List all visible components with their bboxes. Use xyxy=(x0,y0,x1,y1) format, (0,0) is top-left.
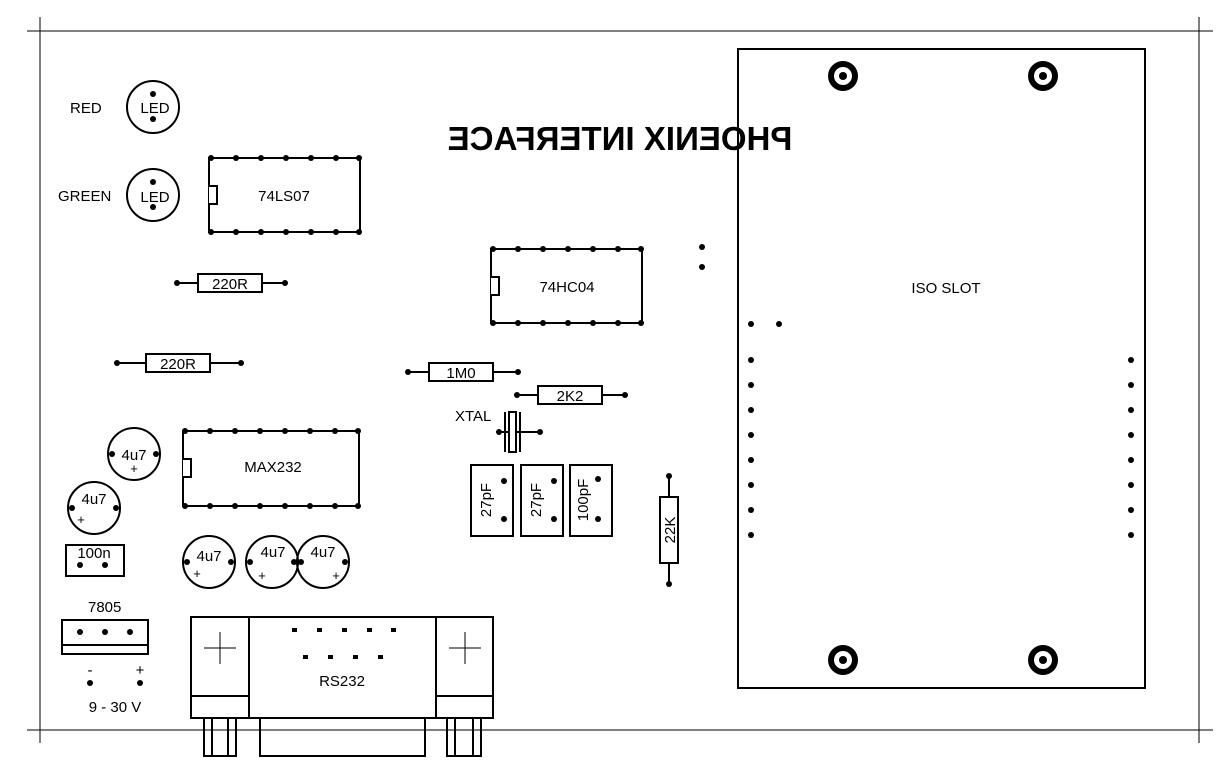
capacitor-100n: 100n xyxy=(65,544,125,577)
resistor-220r-top-label: 220R xyxy=(212,276,248,293)
resistor-1m0-label: 1M0 xyxy=(446,365,475,382)
resistor-2k2: 2K2 xyxy=(514,385,628,405)
ic-74hc04-label: 74HC04 xyxy=(539,279,594,296)
capacitor-100pf-label: 100pF xyxy=(575,479,592,522)
resistor-220r-bottom-label: 220R xyxy=(160,356,196,373)
capacitor-4u7-1-plus: + xyxy=(130,461,138,476)
ic-max232: MAX232 xyxy=(182,428,361,509)
capacitor-4u7-4-label: 4u7 xyxy=(260,544,285,561)
rs232-pins xyxy=(292,628,396,659)
capacitor-4u7-1-label: 4u7 xyxy=(121,447,146,464)
capacitor-4u7-3-label: 4u7 xyxy=(196,548,221,565)
capacitor-4u7-2: 4u7 + xyxy=(67,481,121,535)
iso-pads-right xyxy=(1128,357,1134,538)
capacitor-4u7-5: 4u7 + xyxy=(296,535,350,589)
resistor-22k-label: 22K xyxy=(662,517,679,544)
rs232-label: RS232 xyxy=(319,673,365,690)
capacitor-4u7-3-plus: + xyxy=(193,566,201,581)
power-pad-plus xyxy=(137,680,143,686)
rs232-screw-right xyxy=(449,632,481,664)
resistor-220r-bottom: 220R xyxy=(114,353,244,373)
capacitor-27pf-a: 27pF xyxy=(470,464,514,537)
ic-74ls07: 74LS07 xyxy=(208,155,362,235)
red-led: LED xyxy=(126,80,180,134)
power-pad-minus xyxy=(87,680,93,686)
power-minus-label: - xyxy=(88,662,93,679)
green-led-text: LED xyxy=(140,189,169,206)
crystal-label: XTAL xyxy=(455,408,491,425)
capacitor-4u7-5-label: 4u7 xyxy=(310,544,335,561)
resistor-2k2-label: 2K2 xyxy=(557,388,584,405)
capacitor-27pf-b-label: 27pF xyxy=(528,483,545,517)
capacitor-27pf-b: 27pF xyxy=(520,464,564,537)
capacitor-4u7-3: 4u7 + xyxy=(182,535,236,589)
red-led-text: LED xyxy=(140,100,169,117)
green-led-label: GREEN xyxy=(58,188,111,205)
crystal xyxy=(496,411,543,453)
power-plus-label: + xyxy=(136,662,145,679)
capacitor-27pf-a-label: 27pF xyxy=(478,483,495,517)
ic-74hc04: 74HC04 xyxy=(490,246,644,326)
rs232-connector: RS232 xyxy=(190,616,494,757)
mounting-hole-br xyxy=(1028,645,1058,675)
mounting-hole-tl xyxy=(828,61,858,91)
board-title: PHOENIX INTERFACE xyxy=(448,120,793,157)
power-range-label: 9 - 30 V xyxy=(89,699,142,716)
capacitor-100pf: 100pF xyxy=(569,464,613,537)
mounting-hole-bl xyxy=(828,645,858,675)
regulator-label: 7805 xyxy=(88,599,121,616)
ic-max232-label: MAX232 xyxy=(244,459,302,476)
regulator-7805 xyxy=(61,619,149,655)
resistor-220r-top: 220R xyxy=(174,273,288,293)
resistor-22k: 22K xyxy=(659,473,679,587)
capacitor-4u7-2-plus: + xyxy=(77,512,85,527)
capacitor-4u7-1: 4u7 + xyxy=(107,427,161,481)
iso-pads-left xyxy=(748,357,754,538)
capacitor-100n-label: 100n xyxy=(77,545,110,562)
capacitor-4u7-4: 4u7 + xyxy=(245,535,299,589)
rs232-screw-left xyxy=(204,632,236,664)
iso-pads-extra xyxy=(748,321,782,327)
mounting-hole-tr xyxy=(1028,61,1058,91)
iso-slot: ISO SLOT xyxy=(737,48,1146,689)
resistor-1m0: 1M0 xyxy=(405,362,521,382)
capacitor-4u7-2-label: 4u7 xyxy=(81,491,106,508)
iso-slot-label: ISO SLOT xyxy=(911,280,980,297)
capacitor-4u7-4-plus: + xyxy=(258,568,266,583)
ic-74ls07-label: 74LS07 xyxy=(258,188,310,205)
green-led: LED xyxy=(126,168,180,222)
via-pads xyxy=(699,244,705,270)
red-led-label: RED xyxy=(70,100,102,117)
capacitor-4u7-5-plus: + xyxy=(332,568,340,583)
